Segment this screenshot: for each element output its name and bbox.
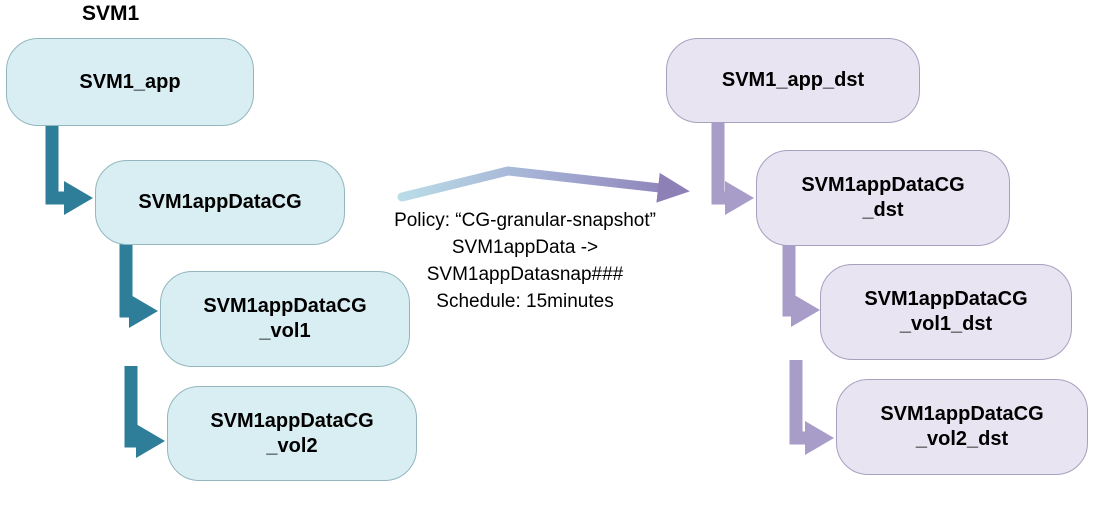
node-label-line: SVM1_app <box>79 70 181 93</box>
destination-node-svm1-app-dst: SVM1_app_dst <box>666 38 920 123</box>
policy-line-1: Policy: “CG-granular-snapshot” <box>394 210 656 231</box>
node-label-line: _vol1_dst <box>899 313 993 335</box>
arrow-svm1app-to-cg <box>45 120 93 215</box>
node-label-line: _dst <box>862 199 904 221</box>
policy-line-4: Schedule: 15minutes <box>436 291 614 312</box>
arrow-cg-to-vol1 <box>119 238 158 328</box>
policy-annotation: Policy: “CG-granular-snapshot” SVM1appDa… <box>350 207 700 315</box>
arrow-cgdst-to-vol1dst <box>782 240 820 327</box>
node-label-line: SVM1appDataCG <box>138 191 302 213</box>
destination-node-vol2-dst: SVM1appDataCG _vol2_dst <box>836 379 1088 475</box>
node-label-line: _vol2_dst <box>915 428 1009 450</box>
policy-line-3: SVM1appDatasnap### <box>426 264 624 285</box>
source-node-svm1-app: SVM1_app <box>6 38 254 126</box>
node-label-line: _vol1 <box>259 320 311 342</box>
source-cluster-title: SVM1 <box>82 2 140 25</box>
node-label-line: SVM1appDataCG <box>880 403 1044 425</box>
node-label-line: SVM1appDataCG <box>864 288 1028 310</box>
destination-node-vol1-dst: SVM1appDataCG _vol1_dst <box>820 264 1072 360</box>
source-node-vol2: SVM1appDataCG _vol2 <box>167 386 417 481</box>
node-label-line: SVM1appDataCG <box>210 409 374 432</box>
destination-node-svm1appdatacg-dst: SVM1appDataCG _dst <box>756 150 1010 246</box>
arrow-cg-to-vol2 <box>124 366 165 458</box>
node-label-line: _vol2 <box>266 434 318 457</box>
node-label-line: SVM1appDataCG <box>801 174 965 196</box>
source-node-vol1: SVM1appDataCG _vol1 <box>160 271 410 367</box>
node-label-line: SVM1_app_dst <box>721 69 865 91</box>
replication-flow-arrow <box>397 166 690 203</box>
source-node-svm1appdatacg: SVM1appDataCG <box>95 160 345 245</box>
arrow-svm1appdst-to-cgdst <box>711 118 754 215</box>
policy-line-2: SVM1appData -> <box>451 237 599 258</box>
node-label-line: SVM1appDataCG <box>203 295 367 317</box>
arrow-cgdst-to-vol2dst <box>789 360 834 455</box>
